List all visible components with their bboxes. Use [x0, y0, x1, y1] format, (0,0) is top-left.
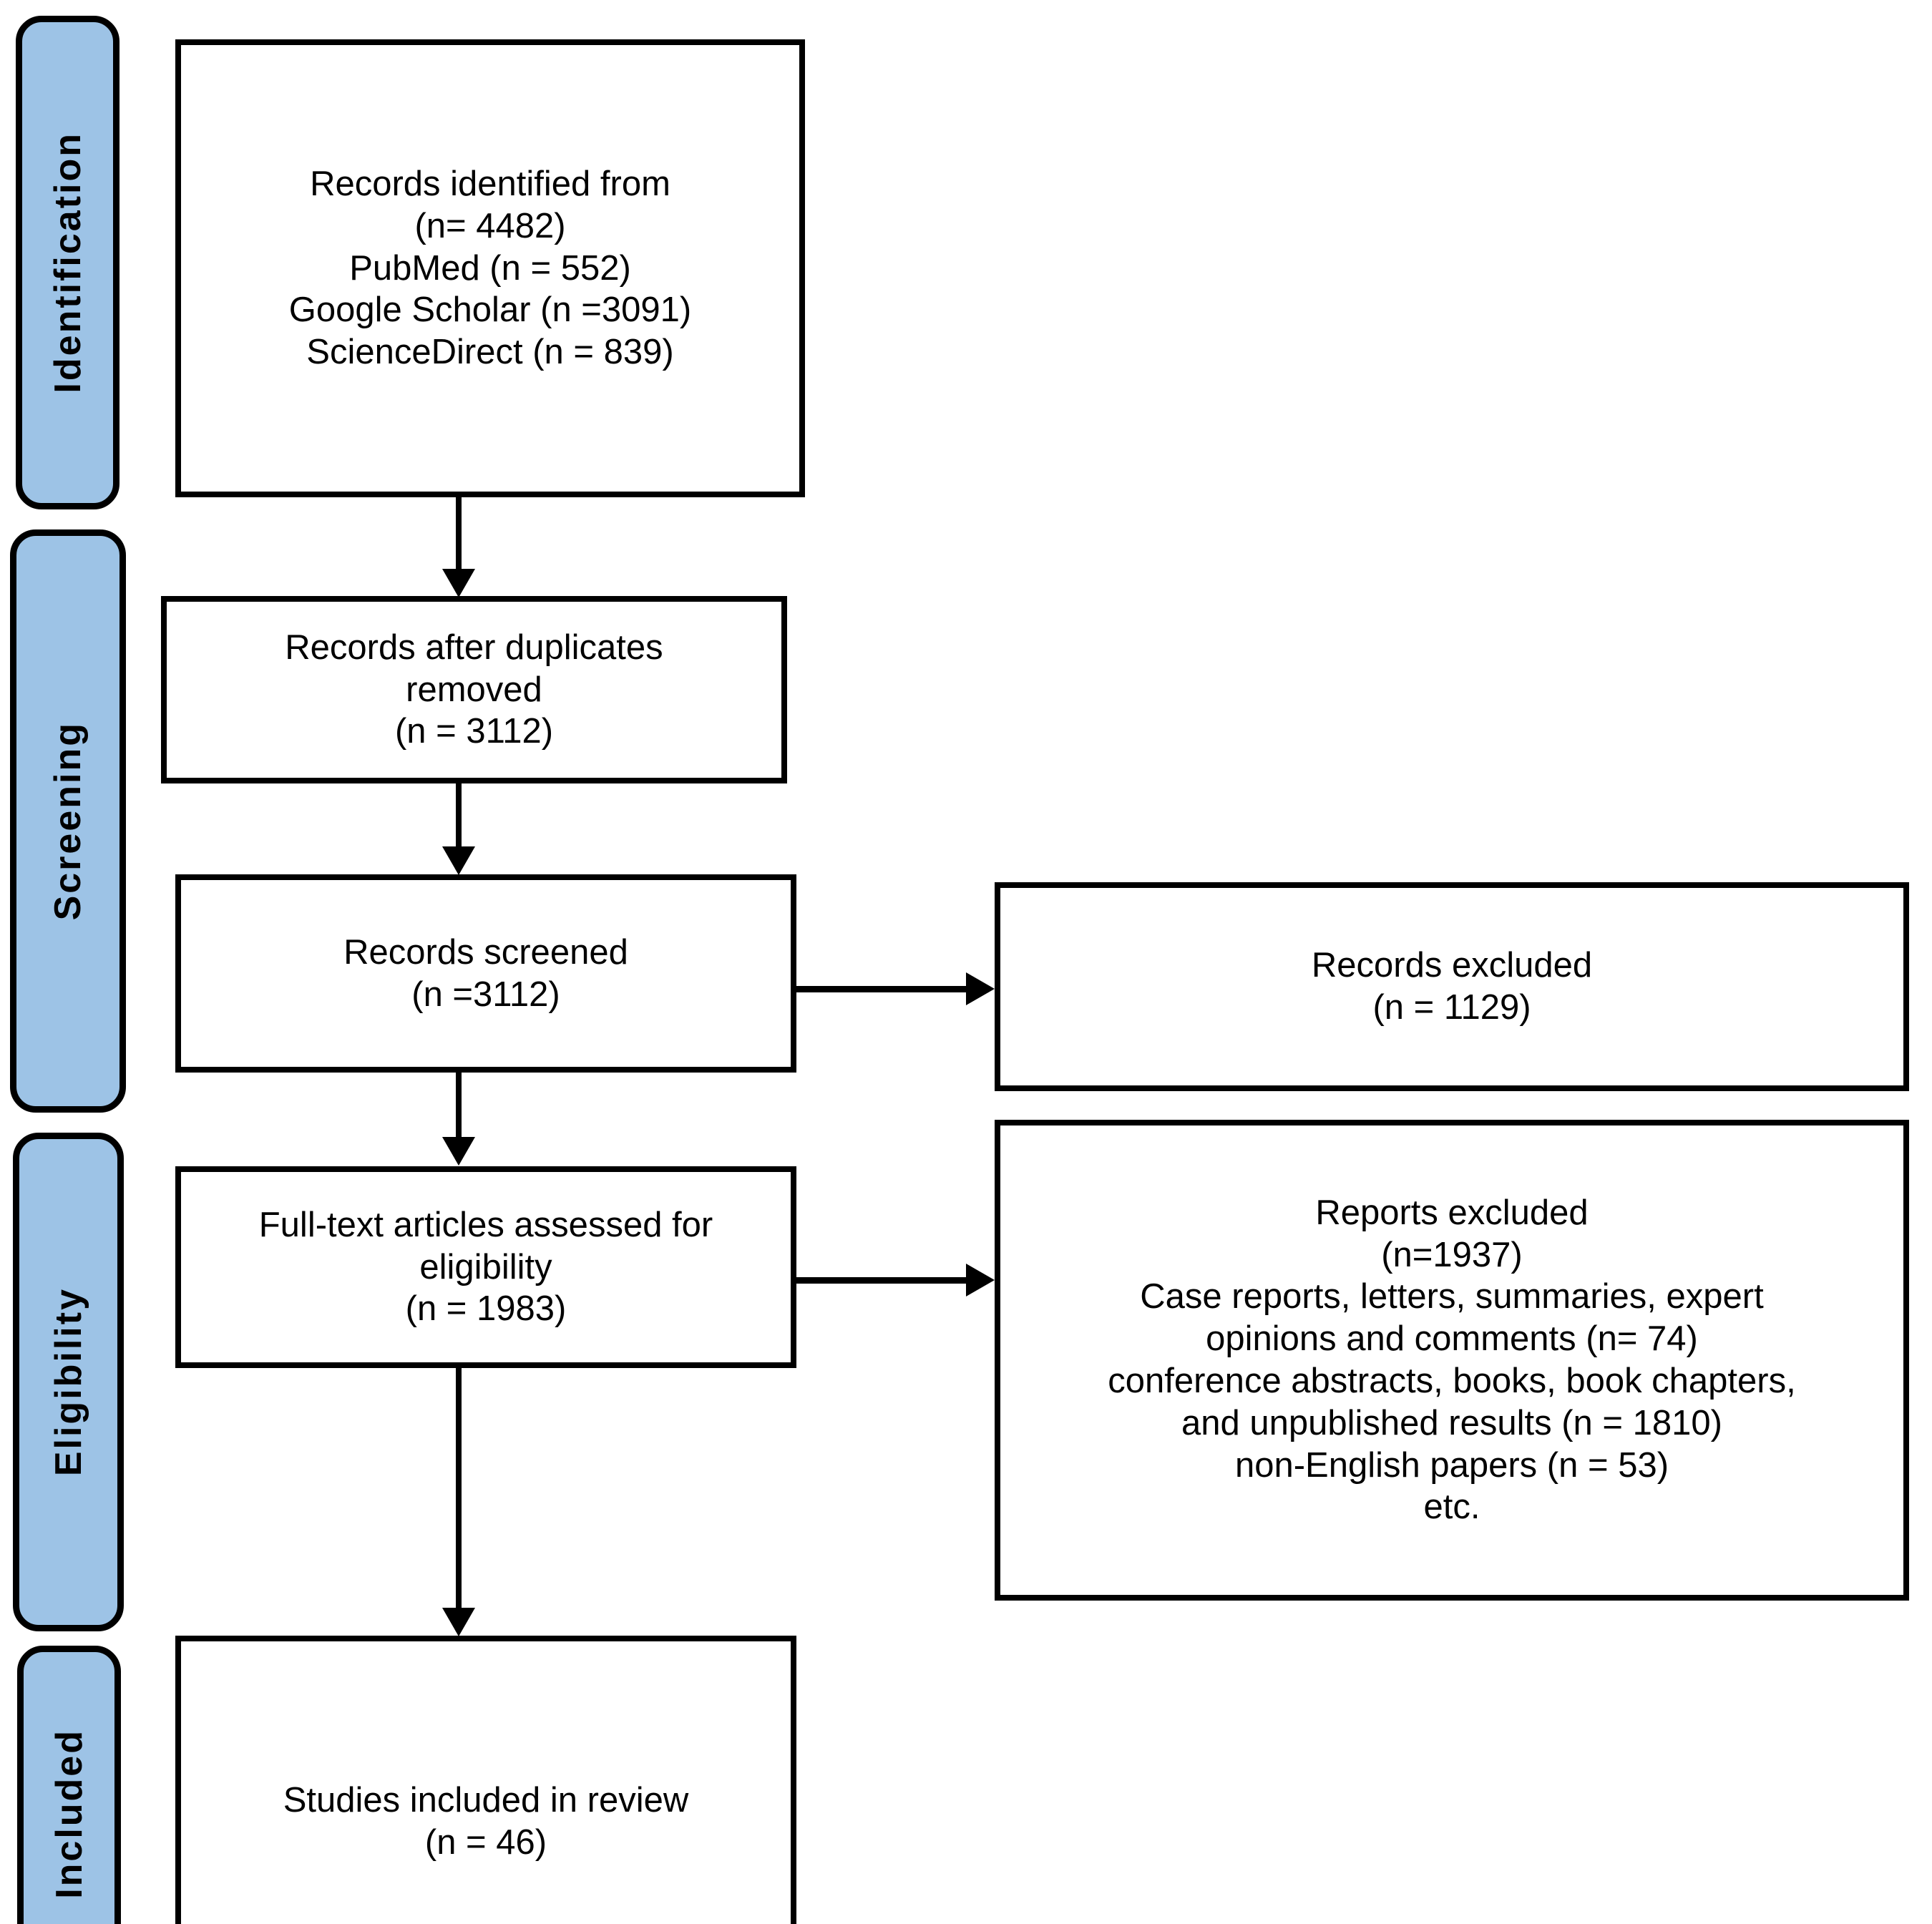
reports-excluded-line-5: conference abstracts, books, book chapte… [1108, 1362, 1796, 1400]
fulltext-line-2: eligibility [419, 1247, 552, 1286]
connector-identified-to-duplicates [456, 497, 462, 572]
included-line-2: (n = 46) [424, 1823, 547, 1862]
records-identified-line-2: (n= 4482) [414, 206, 566, 245]
duplicates-line-3: (n = 3112) [394, 712, 554, 751]
stage-pill-identification-label: Identification [47, 132, 89, 394]
connector-fulltext-to-included [456, 1367, 462, 1611]
stage-pill-eligibility: Eligibility [13, 1133, 124, 1631]
records-excluded-line-1: Records excluded [1311, 946, 1593, 985]
stage-pill-included: Included [17, 1646, 121, 1924]
connector-fulltext-to-reports-excluded [796, 1277, 975, 1284]
reports-excluded-line-8: etc. [1423, 1488, 1480, 1527]
connector-duplicates-to-screened [456, 782, 462, 850]
box-reports-excluded: Reports excluded (n=1937) Case reports, … [995, 1120, 1909, 1601]
box-studies-included: Studies included in review (n = 46) [175, 1636, 796, 1924]
box-records-screened: Records screened (n =3112) [175, 874, 796, 1073]
box-fulltext-assessed: Full-text articles assessed for eligibil… [175, 1166, 796, 1368]
fulltext-line-3: (n = 1983) [405, 1289, 567, 1329]
reports-excluded-line-6: and unpublished results (n = 1810) [1181, 1403, 1722, 1442]
fulltext-line-1: Full-text articles assessed for [258, 1205, 713, 1244]
records-identified-line-4: Google Scholar (n =3091) [288, 290, 692, 330]
arrow-fulltext-to-reports-excluded [966, 1264, 995, 1296]
stage-pill-eligibility-label: Eligibility [47, 1287, 89, 1477]
reports-excluded-line-4: opinions and comments (n= 74) [1206, 1319, 1698, 1359]
connector-screened-to-fulltext [456, 1072, 462, 1141]
box-records-identified: Records identified from (n= 4482) PubMed… [175, 39, 805, 497]
records-identified-line-1: Records identified from [310, 165, 670, 203]
arrow-screened-to-fulltext [442, 1137, 475, 1166]
box-records-after-duplicates: Records after duplicates removed (n = 31… [161, 596, 787, 783]
arrow-duplicates-to-screened [442, 846, 475, 875]
records-excluded-line-2: (n = 1129) [1372, 988, 1531, 1027]
screened-line-1: Records screened [343, 932, 628, 972]
stage-pill-included-label: Included [48, 1729, 90, 1899]
duplicates-line-1: Records after duplicates [285, 628, 663, 667]
arrow-fulltext-to-included [442, 1608, 475, 1636]
reports-excluded-line-1: Reports excluded [1315, 1193, 1589, 1232]
box-records-excluded: Records excluded (n = 1129) [995, 882, 1909, 1091]
connector-screened-to-records-excluded [796, 986, 975, 992]
records-identified-line-5: ScienceDirect (n = 839) [306, 333, 674, 372]
reports-excluded-line-3: Case reports, letters, summaries, expert [1140, 1277, 1764, 1317]
stage-pill-screening: Screening [10, 529, 126, 1113]
stage-pill-identification: Identification [16, 16, 119, 509]
duplicates-line-2: removed [406, 670, 542, 709]
included-line-1: Studies included in review [283, 1781, 689, 1820]
arrow-screened-to-records-excluded [966, 972, 995, 1005]
arrow-identified-to-duplicates [442, 569, 475, 597]
reports-excluded-line-7: non-English papers (n = 53) [1234, 1445, 1669, 1485]
stage-pill-screening-label: Screening [47, 721, 89, 921]
reports-excluded-line-2: (n=1937) [1381, 1235, 1523, 1274]
screened-line-2: (n =3112) [411, 975, 560, 1014]
records-identified-line-3: PubMed (n = 552) [349, 248, 631, 288]
